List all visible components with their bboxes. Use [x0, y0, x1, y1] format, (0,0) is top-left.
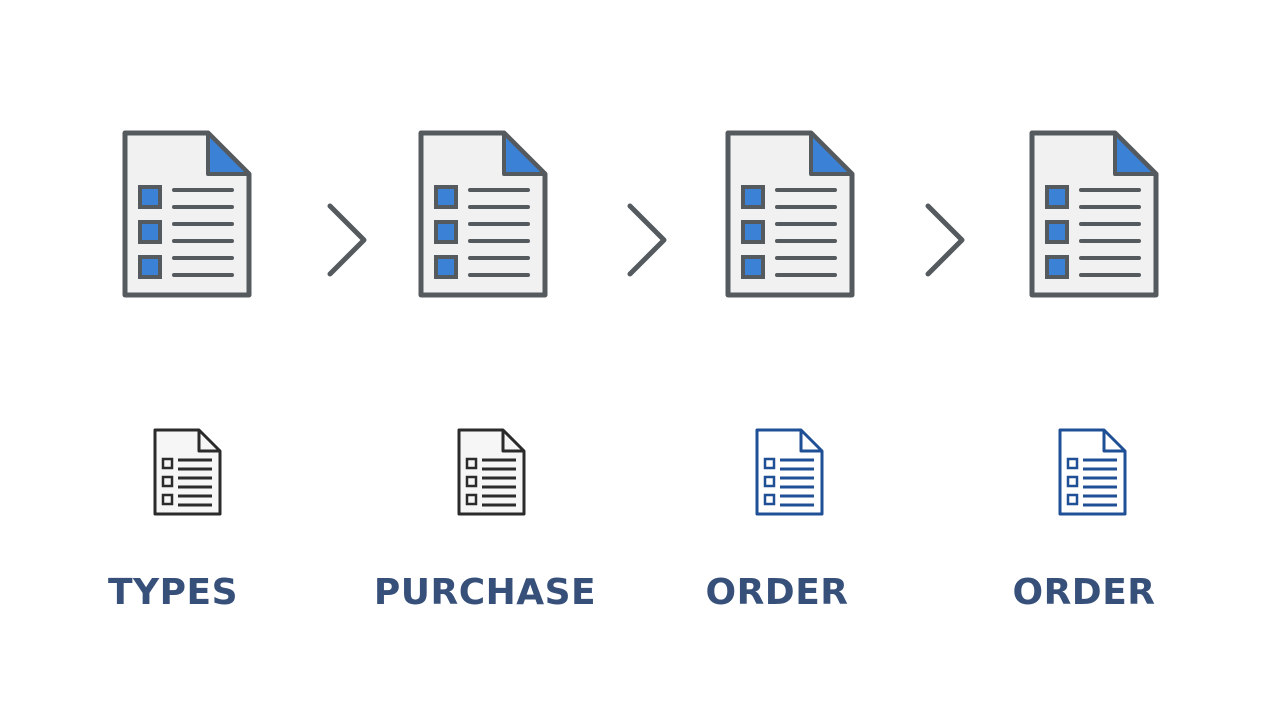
step-label-order: ORDER	[705, 572, 849, 613]
large-document-icon-1	[122, 130, 252, 300]
step-label-types: TYPES	[107, 572, 239, 613]
small-document-icon-4	[1058, 428, 1128, 518]
chevron-right-icon	[622, 200, 672, 280]
large-document-icon-2	[418, 130, 548, 300]
large-document-icon-4	[1029, 130, 1159, 300]
large-document-icon-3	[725, 130, 855, 300]
step-label-purchase: PURCHASE	[373, 572, 597, 613]
chevron-right-icon	[920, 200, 970, 280]
small-document-icon-2	[457, 428, 527, 518]
step-label-order-final: ORDER	[1012, 572, 1156, 613]
small-document-icon-3	[755, 428, 825, 518]
chevron-right-icon	[322, 200, 372, 280]
small-document-icon-1	[153, 428, 223, 518]
